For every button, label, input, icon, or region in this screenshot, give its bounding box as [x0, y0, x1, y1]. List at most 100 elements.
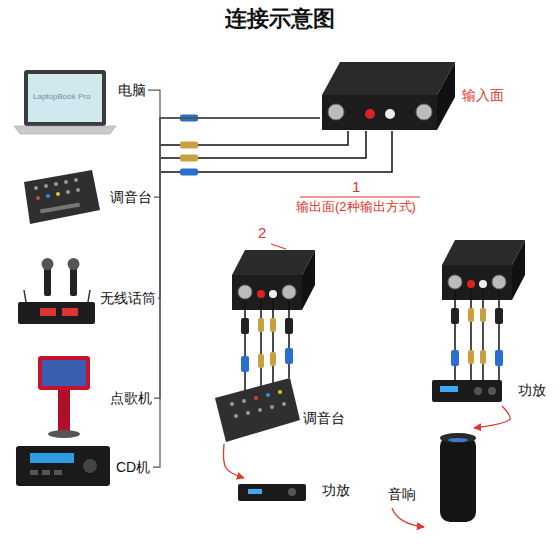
- device-label: 电脑: [118, 82, 146, 98]
- mixer-knob: [74, 178, 78, 182]
- speaker-body: [440, 436, 476, 522]
- mixer-knob: [242, 399, 246, 403]
- jack-plug: [270, 352, 276, 366]
- xlr-plug: [241, 356, 249, 372]
- device-label: 功放: [518, 382, 546, 398]
- box-top: [232, 250, 315, 275]
- cable: [288, 300, 290, 378]
- mixer-knob: [64, 180, 68, 184]
- xlr-plug: [285, 318, 293, 334]
- box-top: [442, 240, 525, 265]
- mixer-knob: [266, 393, 270, 397]
- mixer-knob: [76, 188, 80, 192]
- xlr-plug: [451, 350, 459, 366]
- screen-brand: LaptopBook Pro: [33, 92, 90, 101]
- xlr-socket: [416, 104, 432, 120]
- amplifier-icon: [432, 380, 502, 402]
- output-cables: [455, 290, 499, 380]
- antenna: [24, 290, 26, 302]
- mixer-knob: [270, 405, 274, 409]
- jack-plug: [258, 318, 264, 332]
- xlr-socket: [238, 285, 252, 299]
- box-side: [512, 240, 525, 300]
- karaoke-frame: [38, 356, 90, 390]
- device-amplifier: 功放: [234, 478, 352, 505]
- amp-body: [432, 380, 502, 402]
- mixer-body: [24, 170, 100, 224]
- mixer-knob: [34, 186, 38, 190]
- device-wireless-mic: 无线话筒: [15, 250, 158, 330]
- karaoke-screen: [42, 360, 86, 386]
- flow-arrow: [224, 444, 244, 478]
- xlr-socket: [328, 104, 344, 120]
- cable: [470, 290, 472, 380]
- signal-cable: [154, 118, 320, 197]
- jack-plug: [180, 155, 198, 162]
- jack-plug: [180, 142, 198, 149]
- amp-display: [440, 386, 458, 392]
- device-karaoke: 点歌机: [35, 352, 154, 438]
- mic-head: [42, 258, 54, 270]
- xlr-socket: [448, 275, 462, 289]
- rca-socket: [467, 280, 475, 288]
- device-label: 调音台: [110, 189, 152, 205]
- device-label: 输入面: [462, 87, 504, 103]
- signal-cable: [154, 118, 320, 398]
- mixer-knob: [54, 182, 58, 186]
- mixer-knob: [234, 414, 238, 418]
- converter-input: 输入面: [320, 55, 506, 137]
- flow-arrow: [474, 406, 510, 428]
- cable: [160, 131, 392, 172]
- mixer-knob: [230, 402, 234, 406]
- cable-plugs: [451, 308, 503, 366]
- amplifier-icon: [238, 484, 306, 501]
- antenna: [88, 290, 90, 302]
- xlr-socket: [492, 275, 506, 289]
- device-label: 音响: [388, 486, 416, 502]
- box-front: [442, 265, 512, 300]
- mic-head: [68, 258, 80, 270]
- laptop-screen-frame: [24, 70, 106, 126]
- mixer-icon: [215, 378, 300, 442]
- xlr-socket: [282, 285, 296, 299]
- cd-display: [30, 453, 74, 463]
- xlr-plug: [241, 318, 249, 334]
- signal-cable: [153, 118, 320, 467]
- jack-plug: [480, 350, 486, 364]
- flow-arrow: [392, 508, 424, 527]
- rca-socket: [385, 109, 395, 119]
- cable: [160, 131, 366, 158]
- speaker-top: [440, 433, 476, 443]
- speaker-icon: [440, 433, 476, 522]
- speaker-ring: [448, 438, 468, 442]
- xlr-plug: [285, 348, 293, 364]
- amp-knob: [474, 387, 482, 395]
- diagram-title: 连接示意图: [0, 6, 560, 31]
- amp-knob: [288, 488, 296, 496]
- mixer-knob: [246, 411, 250, 415]
- device-label: 无线话筒: [100, 290, 156, 306]
- cd-knob: [83, 459, 97, 473]
- receiver-display: [62, 308, 78, 316]
- xlr-plug: [451, 308, 459, 324]
- jack-plug: [258, 354, 264, 368]
- mic-receiver: [18, 302, 95, 324]
- xlr-plug: [180, 169, 198, 176]
- cable: [498, 290, 500, 380]
- amp-knob: [488, 387, 496, 395]
- cable-plugs: [180, 115, 198, 176]
- device-label: 调音台: [303, 410, 345, 426]
- mixer-knob: [56, 192, 60, 196]
- rca-socket: [479, 280, 487, 288]
- input-cables: [160, 131, 392, 172]
- laptop-base: [14, 126, 116, 134]
- cable: [482, 290, 484, 380]
- rca-socket: [365, 109, 375, 119]
- callout-number: 2: [258, 224, 266, 241]
- box-side: [302, 250, 315, 310]
- cd-button: [54, 470, 62, 475]
- cd-player-icon: [16, 446, 110, 486]
- cd-button: [30, 470, 38, 475]
- amp-body: [238, 484, 306, 501]
